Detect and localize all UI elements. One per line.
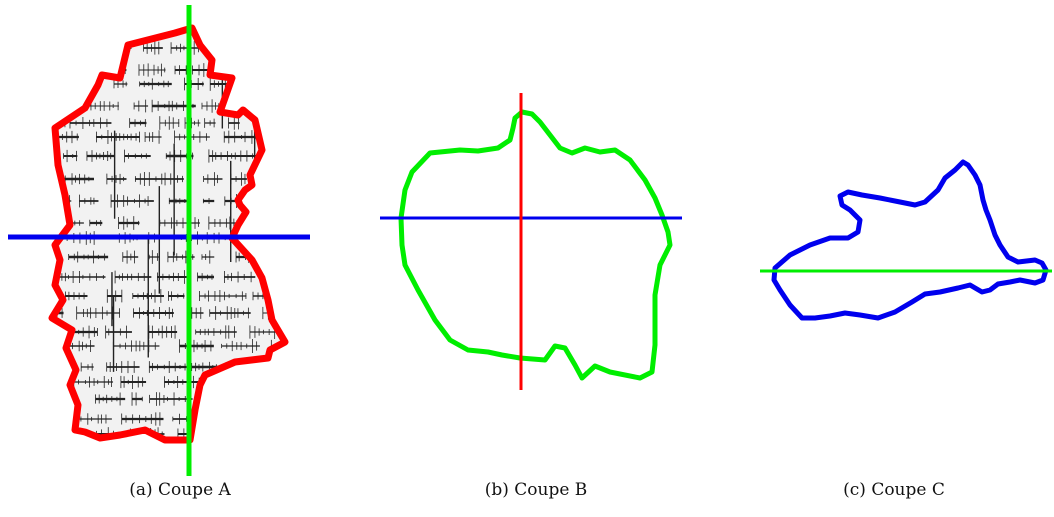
panel-b [380, 93, 682, 390]
caption-coupe-a: (a) Coupe A [129, 480, 231, 500]
outline-a [48, 24, 289, 444]
caption-coupe-b: (b) Coupe B [484, 480, 588, 500]
outline-b [398, 109, 673, 381]
panel-c [760, 159, 1052, 321]
panel-a [8, 5, 310, 476]
caption-coupe-c: (c) Coupe C [843, 480, 945, 500]
outline-c [771, 159, 1049, 321]
